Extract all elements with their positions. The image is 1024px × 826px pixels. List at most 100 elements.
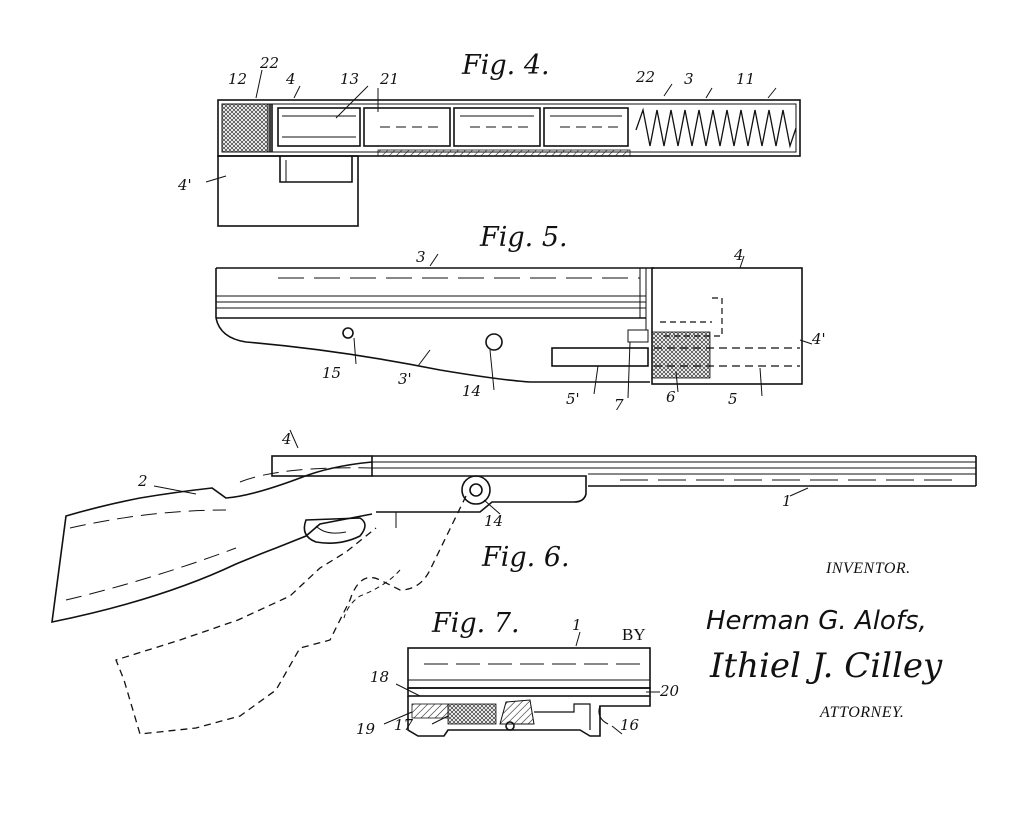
fig7-rib-20: [407, 687, 651, 697]
figure-6: Fig. 6. 4: [51, 429, 977, 735]
fig5-title: Fig. 5.: [479, 222, 568, 253]
fig5-bar-5p: [551, 347, 649, 367]
fig6-label-2: 2: [137, 472, 148, 490]
fig4-cartridge: [277, 107, 361, 147]
fig7-leader: [395, 683, 421, 697]
fig6-hinge-pin: [469, 483, 483, 497]
fig5-spring-block-6: [651, 331, 711, 379]
fig5-stop-7: [627, 329, 649, 343]
fig6-label-14: 14: [484, 512, 503, 530]
fig7-pivot: [505, 721, 515, 731]
fig6-trigger: [315, 525, 347, 534]
fig7-lower-frame: [407, 696, 651, 737]
fig6-stock-2: [51, 461, 373, 624]
fig4-label-11: 11: [736, 70, 755, 88]
fig6-stock-line: [69, 509, 227, 529]
fig6-hidden-guard: [343, 569, 401, 619]
fig5-leader: [417, 349, 431, 367]
fig4-slot: [279, 156, 353, 183]
fig4-label-22b: 22: [635, 68, 655, 86]
fig7-label-20: 20: [659, 682, 680, 700]
fig4-leader: [335, 85, 369, 119]
fig5-leader: [799, 339, 813, 345]
fig6-leader: [289, 429, 299, 449]
inventor-name: Herman G. Alofs,: [706, 606, 927, 636]
fig5-label-14: 14: [462, 382, 481, 400]
figure-5: Fig. 5.: [215, 222, 826, 414]
fig4-cartridge: [453, 107, 541, 147]
fig5-label-6: 6: [666, 388, 676, 406]
fig7-leader: [431, 715, 449, 725]
fig7-title: Fig. 7.: [431, 608, 520, 639]
fig4-label-3: 3: [684, 70, 694, 88]
fig6-leader: [483, 499, 501, 515]
inventor-label: INVENTOR.: [826, 560, 911, 577]
fig6-hinge: [461, 475, 491, 505]
fig7-leader: [383, 711, 413, 725]
fig6-leader: [789, 487, 809, 497]
fig5-frame-3p: [215, 317, 650, 383]
fig7-barrel-1: [407, 647, 651, 689]
fig6-stock-line: [239, 467, 373, 483]
fig7-lever: [534, 703, 591, 730]
fig4-label-4p: 4': [177, 176, 192, 194]
fig7-sear: [499, 699, 535, 725]
fig7-spring-17: [447, 703, 497, 725]
fig5-leader: [353, 337, 357, 365]
fig4-cartridge: [543, 107, 629, 147]
fig5-label-7: 7: [614, 396, 624, 414]
attorney-signature: Ithiel J. Cilley: [710, 646, 943, 686]
fig5-leader: [739, 255, 745, 269]
figure-4: Fig. 4.: [177, 50, 801, 227]
fig6-receiver-step: [376, 511, 397, 528]
fig5-label-3: 3: [416, 248, 426, 266]
fig5-label-4p: 4': [811, 330, 826, 348]
fig6-label-4: 4: [281, 430, 292, 448]
fig7-label-19: 19: [356, 720, 376, 738]
fig4-leader: [663, 83, 673, 97]
fig7-leader: [611, 725, 623, 735]
attorney-label: ATTORNEY.: [820, 704, 905, 721]
fig5-pin-15: [342, 327, 354, 339]
fig6-title: Fig. 6.: [481, 542, 570, 573]
fig5-housing-4: [651, 267, 803, 385]
fig4-leader: [205, 175, 227, 183]
fig4-cartridges: [277, 107, 629, 147]
fig5-leader: [627, 341, 631, 399]
fig7-label-16: 16: [620, 716, 640, 734]
fig5-leader: [759, 367, 763, 397]
fig6-receiver-4: [271, 455, 373, 477]
fig7-part-19: [411, 703, 449, 719]
fig4-leader: [767, 87, 777, 99]
fig4-label-12: 12: [228, 70, 247, 88]
fig4-label-4: 4: [285, 70, 296, 88]
fig5-label-3p: 3': [398, 370, 412, 388]
fig5-label-15: 15: [322, 364, 341, 382]
fig5-label-4: 4: [733, 246, 744, 264]
fig6-leader: [153, 485, 197, 495]
fig6-hidden-open-position: [115, 495, 467, 735]
fig5-pin-14: [485, 333, 503, 351]
fig4-leader: [293, 85, 301, 99]
fig4-title: Fig. 4.: [461, 50, 550, 81]
fig6-stock-line: [65, 547, 237, 601]
fig4-plug-12: [221, 103, 269, 153]
fig7-label-17: 17: [394, 716, 414, 734]
fig4-cartridge: [363, 107, 451, 147]
by-label: BY: [622, 625, 646, 644]
fig5-leader: [429, 253, 439, 267]
fig6-label-1: 1: [782, 492, 792, 510]
fig4-label-22: 22: [259, 54, 279, 72]
fig4-leader: [255, 69, 263, 99]
fig6-forearm: [372, 475, 587, 513]
fig7-label-1: 1: [572, 616, 582, 634]
fig7-leader: [575, 631, 581, 647]
fig4-housing-4p: [217, 155, 359, 227]
fig7-label-18: 18: [370, 668, 389, 686]
fig4-leader: [705, 87, 713, 99]
fig4-spring-11: [635, 107, 797, 149]
fig4-label-13: 13: [340, 70, 359, 88]
fig6-trigger-guard: [303, 517, 366, 544]
fig7-hook-16: [598, 705, 609, 725]
